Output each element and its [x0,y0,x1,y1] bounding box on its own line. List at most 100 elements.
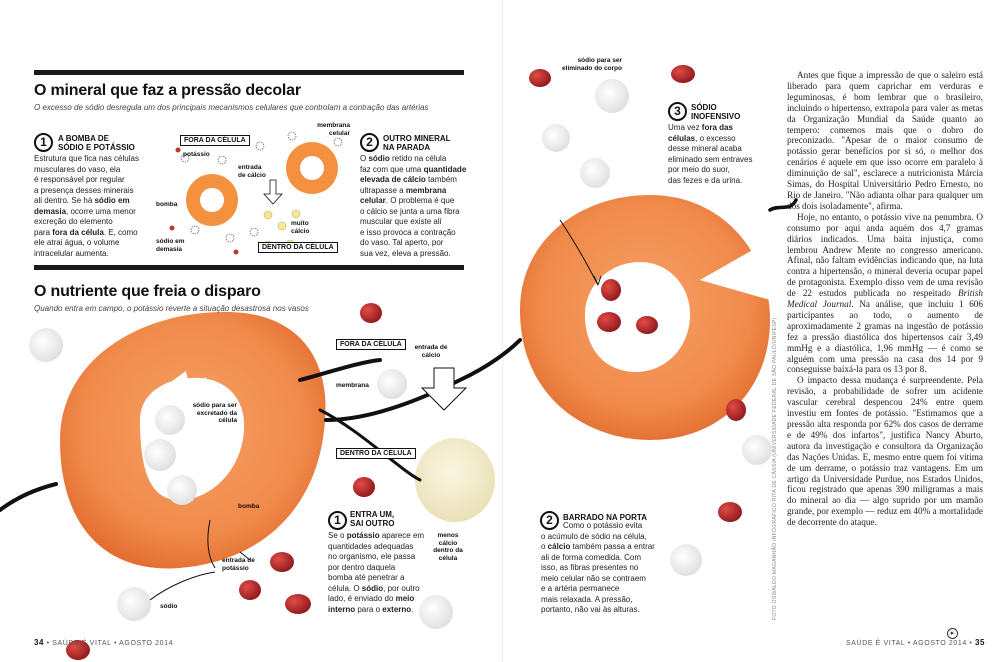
section2-step3-number: 3 [668,102,687,121]
footer-left: 34 • SAÚDE É VITAL • AGOSTO 2014 [34,638,173,647]
section2-step1-body: Se o potássio aparece em quantidades ade… [328,531,432,615]
body-line: Como o potássio evita [563,521,643,530]
article-paragraph-3: O impacto dessa mudança é surpreendente.… [787,375,983,528]
papaya-slice-left [60,311,326,569]
article-paragraph-2: Hoje, no entanto, o potássio vive na pen… [787,211,983,375]
section1-potassio-tag: potássio [183,151,210,158]
body-line: Se o potássio aparece em [328,531,425,540]
section1-step1-title-line1: A BOMBA DE [58,134,109,143]
section2-sodio-eliminado-tag: sódio para ser eliminado do corpo [562,57,622,72]
section1-bomba-tag: bomba [156,201,178,208]
section1-step2-body: O sódio retido na célula faz com que uma… [360,154,468,259]
body-line: por meio do suor, [668,165,730,174]
section2-step1-number: 1 [328,511,347,530]
body-line: para fora da célula. E, como [34,227,138,237]
section2-top-rule [34,265,464,270]
body-line: ali dentro. Se há sódio em [34,196,130,205]
calcium-capsule [415,438,495,522]
body-line: lado, é enviado do meio [328,594,415,603]
section2-step3-title-line1: SÓDIO [691,103,717,112]
section2-entrada-calcio-tag: entrada de cálcio [414,344,448,359]
body-line: ultrapasse a membrana [360,185,447,195]
body-line: muscular que existe ali [360,217,442,226]
body-line: o cálcio se junta a uma fibra [360,206,460,216]
section1-fora-label: FORA DA CÉLULA [180,135,250,146]
section2-step3-title: SÓDIO INOFENSIVO [691,103,740,121]
footer-right-text: SAÚDE É VITAL • AGOSTO 2014 • [846,640,973,647]
body-line: quantidades adequadas [328,541,414,551]
section2-bomba-tag: bomba [238,503,260,510]
section1-sodio-demasia-tag: sódio em demasia [156,238,185,253]
section1-title: O mineral que faz a pressão decolar [34,82,301,99]
section2-membrana-tag: membrana [336,382,369,389]
body-line: ele atrai água, o volume [34,238,120,247]
body-line: células, o excesso [668,133,736,143]
body-line: demasia, ocorre uma menor [34,206,136,216]
section2-step2-body: Como o potássio evita o acúmulo de sódio… [541,521,665,616]
body-line: é responsável por regular [34,175,125,184]
body-line: eliminado sem entraves [668,154,753,164]
body-line: musculares do vaso, ela [34,164,121,174]
salt-crystals [29,79,772,629]
page-number-right: 35 [974,638,986,647]
section2-entrada-potassio-tag: entrada de potássio [222,557,255,572]
continue-arrow-icon: ▸ [947,628,958,639]
section2-sodio-tag: sódio [160,603,178,610]
body-line: mais relaxada. A pressão, [541,594,633,604]
section1-step2-title-line2: NA PARADA [383,143,431,152]
footer-left-text: • SAÚDE É VITAL • AGOSTO 2014 [46,640,174,647]
section2-subtitle: Quando entra em campo, o potássio revert… [34,304,309,313]
section2-step3-title-line2: INOFENSIVO [691,112,741,121]
body-line: o cálcio também passa a entrar [541,542,655,551]
section2-step2-number: 2 [540,511,559,530]
section2-dentro-label: DENTRO DA CÉLULA [336,448,416,459]
section1-top-rule [34,70,464,75]
body-line: O sódio retido na célula [360,154,447,163]
body-line: ali de forma comedida. Com [541,552,642,562]
section2-step1-title: ENTRA UM, SAI OUTRO [350,510,394,528]
body-line: celular. O problema é que [360,196,455,205]
section1-dentro-label: DENTRO DA CÉLULA [258,242,338,253]
section1-entrada-calcio-tag: entrada de cálcio [238,164,266,179]
pump-diagram [169,131,343,255]
section1-membrana-tag: membrana celular [317,122,350,137]
section2-step1-title-line2: SAI OUTRO [350,519,395,528]
section1-muito-calcio-tag: muito cálcio [291,220,310,235]
section2-menos-calcio-tag: menos cálcio dentro da célula [433,532,463,562]
section1-step1-number: 1 [34,133,53,152]
section2-step3-body: Uma vez fora das células, o excesso dess… [668,123,770,186]
seeds [66,65,746,660]
footer-right: SAÚDE É VITAL • AGOSTO 2014 • 35 [846,638,985,647]
section1-subtitle: O excesso de sódio desregula um dos prin… [34,103,429,112]
section2-step2-title: BARRADO NA PORTA [563,513,647,522]
section2-step1-title-line1: ENTRA UM, [350,510,395,519]
section2-sodio-excretado-tag: sódio para ser excretado da célula [192,402,237,424]
body-line: o acúmulo de sódio na célula, [541,531,647,541]
body-line: e isso provoca a contração [360,227,456,237]
arrows [149,219,602,601]
section2-fora-label: FORA DA CÉLULA [336,339,406,350]
body-line: e a artéria permanece [541,584,620,593]
photo-credit: FOTO OSWALDO MAGANHÃO INFOGRÁFICO RITA D… [772,317,778,620]
body-line: intracelular aumenta. [34,248,109,258]
body-line: no organismo, ele passa [328,552,416,561]
section1-step2-number: 2 [360,133,379,152]
article-text: Antes que fique a impressão de que o sal… [787,70,983,528]
body-line: isso, as fibras presentes no [541,563,639,572]
body-line: por dentro daquela [328,562,396,572]
body-line: portanto, não vai às alturas. [541,605,640,614]
article-paragraph-1: Antes que fique a impressão de que o sal… [787,70,983,211]
section1-step1-title-line2: SÓDIO E POTÁSSIO [58,143,135,152]
body-line: Estrutura que fica nas células [34,154,139,163]
body-line: elevada de cálcio também [360,175,457,184]
body-line: das fezes e da urina. [668,175,743,185]
section1-step2-title: OUTRO MINERAL NA PARADA [383,134,451,152]
body-line: desse mineral acaba [668,144,742,153]
body-line: sua vez, eleva a pressão. [360,248,451,258]
page-number-left: 34 [34,638,45,647]
body-line: célula. O sódio, por outro [328,583,420,593]
body-line: a presença desses minerais [34,185,134,195]
section1-step1-body: Estrutura que fica nas células musculare… [34,154,169,259]
